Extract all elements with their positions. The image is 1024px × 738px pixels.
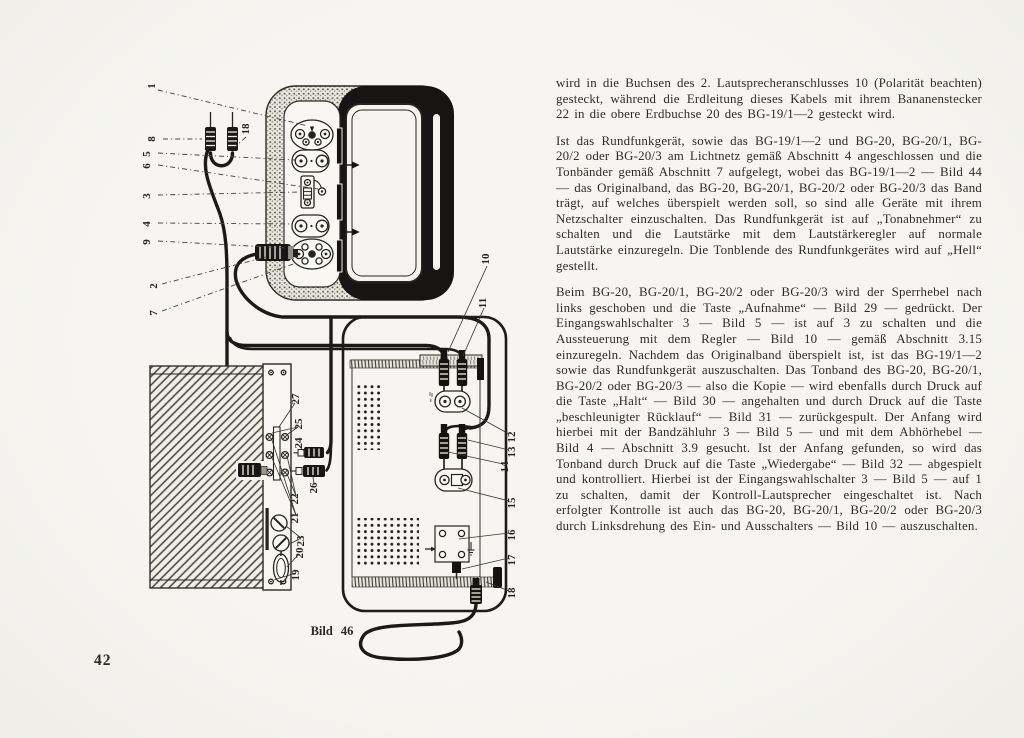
- banana-plug-24: [293, 447, 324, 458]
- lid-hinges: [336, 127, 343, 273]
- banana-plug-pair: [205, 112, 238, 151]
- lid-arrows: [344, 161, 360, 236]
- trim-corner: [493, 567, 502, 588]
- callout-20: 20: [294, 547, 306, 559]
- ground-symbol: [467, 542, 475, 556]
- callout-23: 23: [295, 535, 307, 547]
- rect-connector: [300, 175, 327, 209]
- mains-plug-18: [470, 578, 482, 604]
- combo-socket-15: [434, 468, 473, 492]
- leader-lines-left: [271, 402, 315, 581]
- oval-socket-b: [291, 214, 330, 238]
- oval-socket-a: [291, 149, 330, 173]
- micro-label-marks: [429, 392, 433, 402]
- callout-11: 11: [477, 298, 489, 308]
- callout-26: 26: [308, 482, 320, 494]
- callout-9: 9: [141, 239, 153, 245]
- din-plug: [255, 244, 298, 261]
- callout-22: 22: [289, 493, 301, 505]
- callout-15: 15: [506, 497, 518, 509]
- body-text-column: wird in die Buchsen des 2. Lautsprechera…: [556, 76, 982, 546]
- oval-socket-12: [434, 390, 471, 413]
- callout-27: 27: [290, 393, 302, 405]
- tape-recorder-underside: [341, 315, 508, 613]
- leader-lines-right: [447, 265, 510, 592]
- strip-plug-left: [236, 461, 268, 480]
- leader-lines-upper: [157, 89, 319, 312]
- jack-17: [452, 562, 461, 579]
- plug-10: [438, 350, 450, 397]
- input-socket-bar: [419, 354, 484, 380]
- callout-5: 5: [141, 151, 153, 157]
- wiring-diagram: 1 8 18 5 6 3 4 9 2 7 27 25 24 26 22 21 2…: [141, 83, 518, 661]
- banana-down-cable: [203, 148, 229, 338]
- mains-cable: [358, 601, 478, 661]
- strip-thin-slot: [265, 508, 269, 550]
- cable-to-plug10: [225, 330, 446, 358]
- callout-8: 8: [146, 136, 158, 142]
- paragraph-3: Beim BG-20, BG-20/1, BG-20/2 oder BG-20/…: [556, 285, 982, 534]
- callout-24: 24: [293, 437, 305, 449]
- radio-rear-view: [205, 85, 454, 301]
- callout-18-mains: 18: [506, 587, 518, 599]
- callout-21: 21: [289, 513, 301, 524]
- callout-4: 4: [141, 221, 153, 227]
- terminal-screws: [265, 432, 290, 477]
- recorder-outline: [341, 315, 508, 613]
- callout-16: 16: [506, 529, 518, 541]
- cable-to-plug11: [228, 336, 463, 359]
- page-number: 42: [94, 652, 112, 669]
- banana-plug-26: [291, 465, 325, 477]
- callout-3: 3: [141, 193, 153, 199]
- callouts: 1 8 18 5 6 3 4 9 2 7 27 25 24 26 22 21 2…: [141, 83, 518, 598]
- terminal-plate-16: [425, 525, 475, 563]
- callout-25: 25: [293, 418, 305, 430]
- figure-caption: Bild 46: [310, 624, 354, 638]
- radio-lid: [345, 103, 423, 283]
- vent-grid-upper: [354, 382, 383, 450]
- cabinet-slit: [433, 114, 440, 270]
- callout-13: 13: [506, 446, 518, 458]
- callout-14: 14: [499, 461, 511, 473]
- paragraph-1: wird in die Buchsen des 2. Lautsprechera…: [556, 76, 982, 122]
- callout-2: 2: [148, 283, 160, 289]
- control-strip-assembly: [149, 363, 325, 591]
- cable-to-plug24: [325, 315, 333, 455]
- plug-14: [438, 424, 450, 470]
- paragraph-2: Ist das Rundfunkgerät, sowie das BG-19/1…: [556, 133, 982, 273]
- callout-12: 12: [506, 431, 518, 443]
- callout-19: 19: [290, 569, 302, 581]
- vent-grid-lower: [354, 518, 419, 565]
- callout-1: 1: [146, 83, 158, 89]
- callout-10: 10: [480, 253, 492, 265]
- plug-13: [456, 424, 468, 470]
- din-socket-top: [290, 119, 334, 151]
- banana-u-cable: [208, 151, 235, 168]
- callout-6: 6: [141, 163, 153, 169]
- cable-to-plug26: [325, 439, 333, 472]
- callout-7: 7: [148, 310, 160, 316]
- callout-18-plug: 18: [240, 123, 252, 135]
- callout-17: 17: [506, 554, 518, 566]
